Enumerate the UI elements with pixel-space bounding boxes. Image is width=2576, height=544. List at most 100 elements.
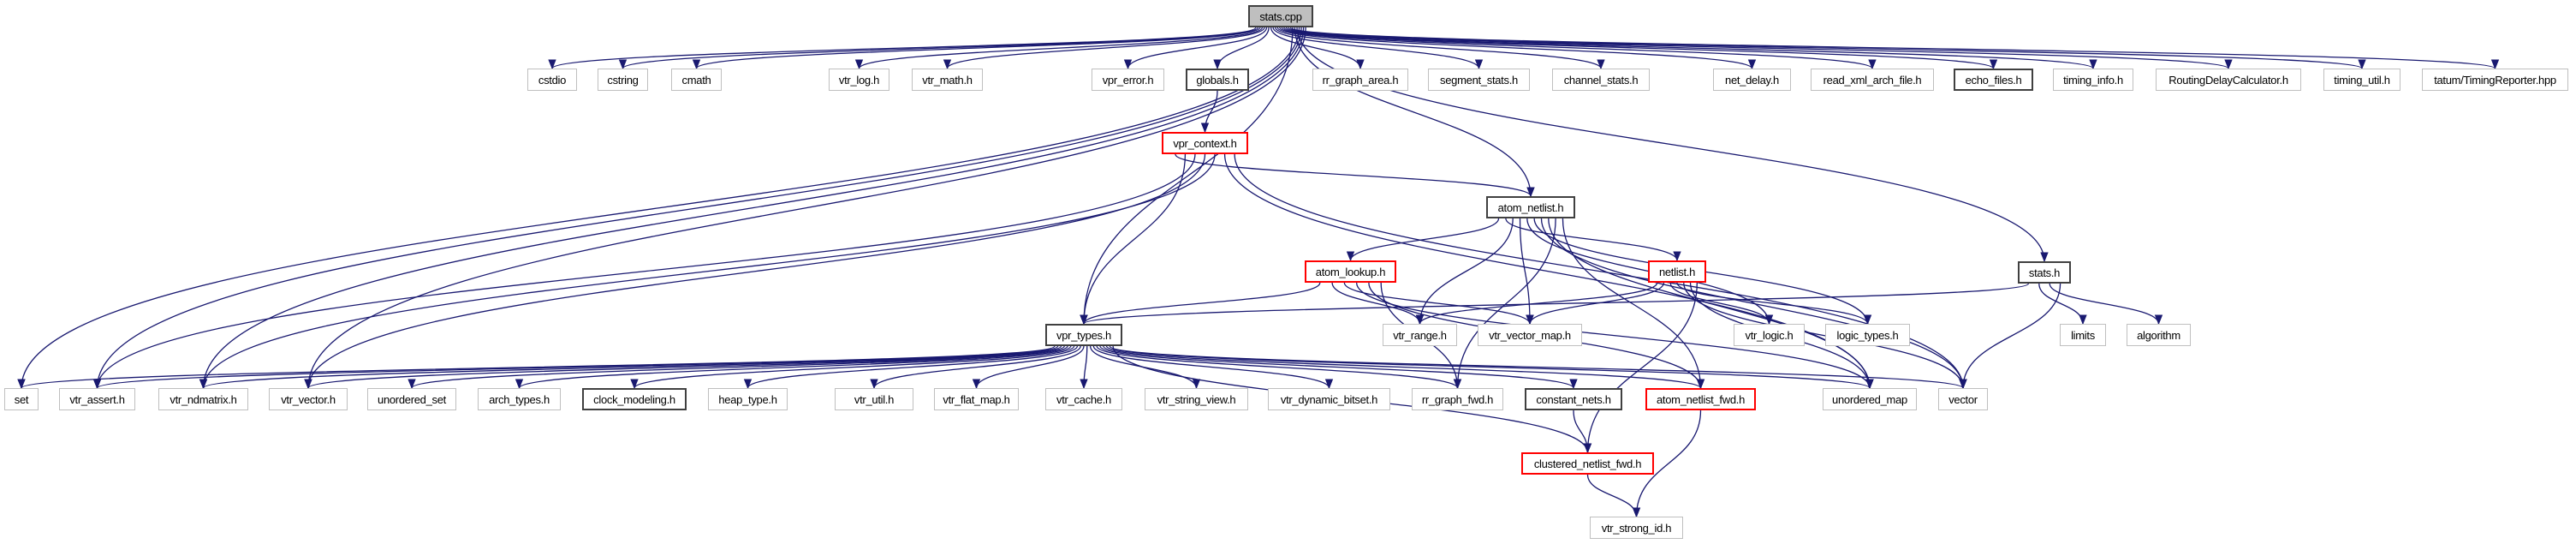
edge-stats-cpp-to-vtr-math bbox=[943, 27, 1265, 70]
node-cstdio[interactable]: cstdio bbox=[527, 69, 577, 91]
node-clock-modeling[interactable]: clock_modeling.h bbox=[582, 388, 687, 410]
edge-vpr-types-to-arch-types bbox=[515, 345, 1072, 390]
node-logic-types[interactable]: logic_types.h bbox=[1825, 324, 1910, 346]
node-stats-h[interactable]: stats.h bbox=[2018, 261, 2071, 284]
edge-stats-h-to-algorithm bbox=[2049, 283, 2163, 326]
node-vtr-strong-id[interactable]: vtr_strong_id.h bbox=[1590, 517, 1683, 539]
node-vtr-flat-map[interactable]: vtr_flat_map.h bbox=[934, 388, 1019, 410]
node-vtr-string-view[interactable]: vtr_string_view.h bbox=[1145, 388, 1248, 410]
node-channel-stats[interactable]: channel_stats.h bbox=[1552, 69, 1650, 91]
edge-stats-cpp-to-echo-files bbox=[1281, 27, 1997, 70]
edge-vpr-types-to-vtr-ndmatrix bbox=[199, 345, 1062, 390]
node-vtr-assert[interactable]: vtr_assert.h bbox=[59, 388, 135, 410]
edge-vpr-context-to-vtr-ndmatrix bbox=[199, 153, 1216, 390]
edge-stats-cpp-to-vpr-types bbox=[1080, 27, 1294, 326]
node-cstring[interactable]: cstring bbox=[598, 69, 648, 91]
edge-stats-cpp-to-routing-delay bbox=[1285, 27, 2233, 70]
edge-stats-h-to-vector bbox=[1959, 283, 2061, 390]
edge-stats-cpp-to-set bbox=[17, 27, 1300, 390]
node-tatum[interactable]: tatum/TimingReporter.hpp bbox=[2422, 69, 2568, 91]
edge-stats-cpp-to-vtr-ndmatrix bbox=[199, 27, 1305, 390]
node-atom-netlist-fwd[interactable]: atom_netlist_fwd.h bbox=[1645, 388, 1756, 410]
edge-netlist-to-clustered-netlist-fwd bbox=[1583, 282, 1698, 454]
edge-vpr-context-to-vtr-assert bbox=[92, 153, 1196, 390]
edge-stats-cpp-to-vpr-error bbox=[1123, 27, 1268, 70]
node-net-delay[interactable]: net_delay.h bbox=[1713, 69, 1791, 91]
edge-atom-netlist-to-rr-graph-fwd bbox=[1453, 218, 1556, 390]
node-arch-types[interactable]: arch_types.h bbox=[478, 388, 561, 410]
node-stats-cpp[interactable]: stats.cpp bbox=[1248, 5, 1313, 27]
edge-vpr-types-to-vtr-flat-map bbox=[972, 345, 1085, 390]
edge-stats-cpp-to-segment-stats bbox=[1272, 27, 1484, 70]
edge-atom-netlist-to-atom-lookup bbox=[1346, 218, 1500, 262]
edge-atom-netlist-to-netlist bbox=[1505, 218, 1681, 262]
edge-atom-netlist-to-atom-netlist-fwd bbox=[1562, 218, 1705, 390]
edge-stats-cpp-to-vtr-log bbox=[855, 27, 1264, 70]
node-vpr-types[interactable]: vpr_types.h bbox=[1045, 324, 1122, 346]
node-vtr-dynamic-bitset[interactable]: vtr_dynamic_bitset.h bbox=[1268, 388, 1390, 410]
node-timing-info[interactable]: timing_info.h bbox=[2053, 69, 2133, 91]
node-vpr-error[interactable]: vpr_error.h bbox=[1092, 69, 1164, 91]
edge-vpr-types-to-atom-netlist-fwd bbox=[1103, 345, 1704, 390]
node-segment-stats[interactable]: segment_stats.h bbox=[1428, 69, 1530, 91]
node-read-xml[interactable]: read_xml_arch_file.h bbox=[1811, 69, 1934, 91]
node-unordered-map[interactable]: unordered_map bbox=[1823, 388, 1917, 410]
edge-netlist-to-vtr-range bbox=[1415, 282, 1658, 326]
edge-vpr-types-to-constant-nets bbox=[1099, 345, 1578, 390]
node-netlist[interactable]: netlist.h bbox=[1648, 260, 1706, 283]
node-vtr-logic[interactable]: vtr_logic.h bbox=[1734, 324, 1805, 346]
edge-stats-cpp-to-vtr-assert bbox=[92, 27, 1302, 390]
node-globals[interactable]: globals.h bbox=[1186, 69, 1249, 91]
edge-globals-to-vpr-context bbox=[1200, 90, 1218, 134]
node-vtr-vector[interactable]: vtr_vector.h bbox=[269, 388, 348, 410]
node-vtr-util[interactable]: vtr_util.h bbox=[835, 388, 913, 410]
node-timing-util[interactable]: timing_util.h bbox=[2323, 69, 2400, 91]
node-set[interactable]: set bbox=[4, 388, 39, 410]
node-atom-lookup[interactable]: atom_lookup.h bbox=[1305, 260, 1396, 283]
node-vtr-vector-map[interactable]: vtr_vector_map.h bbox=[1478, 324, 1582, 346]
edge-atom-netlist-fwd-to-vtr-strong-id bbox=[1632, 409, 1702, 518]
edge-stats-cpp-to-cstdio bbox=[548, 27, 1257, 70]
node-vtr-ndmatrix[interactable]: vtr_ndmatrix.h bbox=[158, 388, 248, 410]
node-limits[interactable]: limits bbox=[2060, 324, 2106, 346]
node-algorithm[interactable]: algorithm bbox=[2127, 324, 2191, 346]
node-routing-delay[interactable]: RoutingDelayCalculator.h bbox=[2156, 69, 2301, 91]
edge-vpr-context-to-vpr-types bbox=[1080, 153, 1187, 326]
edge-stats-cpp-to-globals bbox=[1213, 27, 1270, 70]
edge-stats-cpp-to-vtr-vector bbox=[304, 27, 1306, 390]
node-heap-type[interactable]: heap_type.h bbox=[708, 388, 788, 410]
edge-vpr-types-to-vtr-util bbox=[870, 345, 1081, 390]
edge-atom-lookup-to-vtr-range bbox=[1331, 282, 1425, 326]
edge-atom-lookup-to-vpr-types bbox=[1080, 282, 1321, 326]
node-cmath[interactable]: cmath bbox=[671, 69, 722, 91]
edge-atom-netlist-to-vector bbox=[1540, 218, 1967, 390]
node-vtr-range[interactable]: vtr_range.h bbox=[1383, 324, 1457, 346]
edge-vpr-types-to-unordered-set bbox=[408, 345, 1068, 390]
edge-clustered-netlist-fwd-to-vtr-strong-id bbox=[1586, 474, 1641, 518]
node-rr-graph-area[interactable]: rr_graph_area.h bbox=[1312, 69, 1408, 91]
edge-atom-netlist-to-vtr-vector-map bbox=[1519, 218, 1534, 326]
node-echo-files[interactable]: echo_files.h bbox=[1954, 69, 2033, 91]
edge-stats-cpp-to-stats-h bbox=[1296, 27, 2049, 263]
edge-stats-cpp-to-cstring bbox=[619, 27, 1259, 70]
node-rr-graph-fwd[interactable]: rr_graph_fwd.h bbox=[1412, 388, 1503, 410]
edge-vpr-types-to-vector bbox=[1109, 345, 1967, 390]
node-vector[interactable]: vector bbox=[1938, 388, 1988, 410]
node-unordered-set[interactable]: unordered_set bbox=[367, 388, 456, 410]
edge-stats-h-to-limits bbox=[2038, 283, 2087, 326]
edge-stats-cpp-to-timing-info bbox=[1283, 27, 2097, 70]
node-vtr-cache[interactable]: vtr_cache.h bbox=[1045, 388, 1122, 410]
edge-vpr-types-to-vtr-assert bbox=[93, 345, 1059, 390]
node-vtr-math[interactable]: vtr_math.h bbox=[912, 69, 983, 91]
edge-vpr-context-to-atom-netlist bbox=[1175, 153, 1535, 198]
node-vpr-context[interactable]: vpr_context.h bbox=[1162, 132, 1248, 154]
edge-vpr-types-to-heap-type bbox=[743, 345, 1079, 390]
edge-stats-cpp-to-channel-stats bbox=[1275, 27, 1605, 70]
edge-stats-cpp-to-cmath bbox=[693, 27, 1261, 70]
node-clustered-netlist-fwd[interactable]: clustered_netlist_fwd.h bbox=[1521, 452, 1654, 475]
node-vtr-log[interactable]: vtr_log.h bbox=[829, 69, 889, 91]
node-atom-netlist[interactable]: atom_netlist.h bbox=[1486, 196, 1575, 218]
node-constant-nets[interactable]: constant_nets.h bbox=[1525, 388, 1622, 410]
edge-vpr-types-to-vtr-dynamic-bitset bbox=[1092, 345, 1334, 390]
edge-stats-cpp-to-atom-netlist bbox=[1294, 27, 1535, 198]
